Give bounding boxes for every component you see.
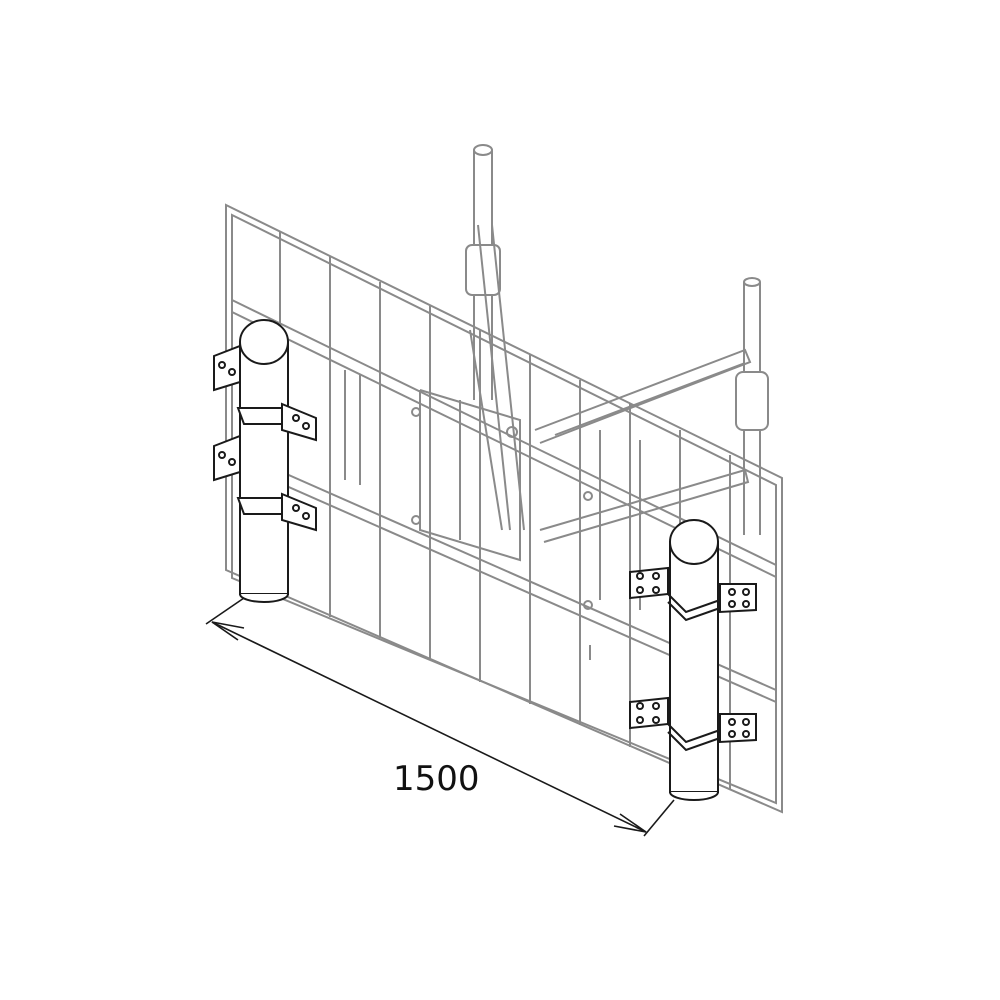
right-pole xyxy=(669,519,719,801)
rear-mast xyxy=(465,144,525,531)
arrowhead-right xyxy=(613,813,647,833)
right-bracket-upper xyxy=(629,566,757,622)
left-pole xyxy=(239,319,289,603)
dimension-label: 1500 xyxy=(393,759,480,799)
dimension-line xyxy=(205,597,675,837)
left-bracket-upper xyxy=(213,344,317,442)
left-bracket-lower xyxy=(213,434,317,532)
right-bracket-lower xyxy=(629,696,757,752)
right-rear-pole xyxy=(735,277,769,535)
arrowhead-left xyxy=(211,621,245,641)
